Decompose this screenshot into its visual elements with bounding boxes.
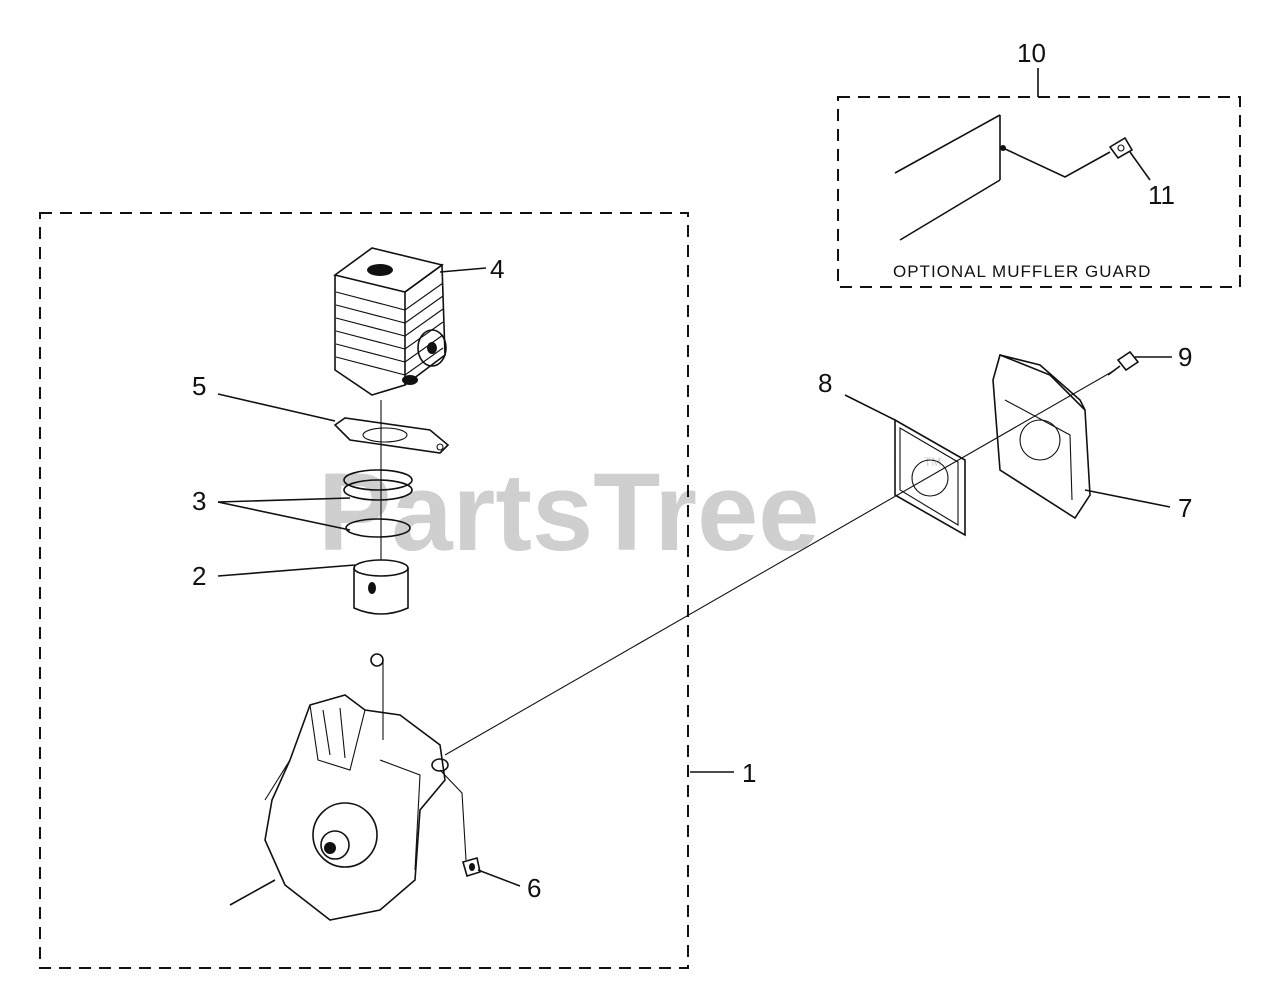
callout-9: 9 [1178,342,1192,372]
leader-5 [217,393,336,422]
screw-icon [462,856,481,878]
callout-8: 8 [818,368,832,398]
kit-caption: OPTIONAL MUFFLER GUARD [893,262,1151,281]
cylinder-icon [333,247,447,396]
callouts: 4 5 3 2 6 1 8 7 9 10 11 [192,38,1192,903]
guard-screw-icon [1108,136,1134,160]
muffler-gasket-icon [894,418,966,537]
leader-6 [477,869,521,887]
watermark-text: PartsTree [318,451,819,574]
callout-4: 4 [490,254,504,284]
callout-6: 6 [527,873,541,903]
callout-7: 7 [1178,493,1192,523]
leader-3b [217,501,351,531]
muffler-guard-kit-box [837,96,1241,288]
callout-5: 5 [192,371,206,401]
leader-11 [1129,151,1151,181]
callout-3: 3 [192,486,206,516]
leader-lines [217,68,1172,887]
crankcase-icon [229,653,467,921]
callout-1: 1 [742,758,756,788]
piston-ring-icon [343,469,413,538]
assembly-line [444,369,1116,756]
callout-11: 11 [1148,180,1175,210]
watermark-trademark: TM [924,455,941,469]
engine-assembly-box [39,212,689,969]
muffler-icon [992,353,1091,520]
leader-3a [217,497,351,503]
leader-7 [1084,489,1171,508]
cylinder-gasket-icon [333,417,450,454]
callout-10: 10 [1017,38,1046,68]
leader-2 [217,564,356,577]
muffler-guard-icon [894,114,1111,241]
piston-icon [353,400,409,615]
callout-2: 2 [192,561,206,591]
leader-4 [439,267,487,273]
watermark: PartsTree TM [318,451,941,574]
leader-8 [844,394,896,421]
